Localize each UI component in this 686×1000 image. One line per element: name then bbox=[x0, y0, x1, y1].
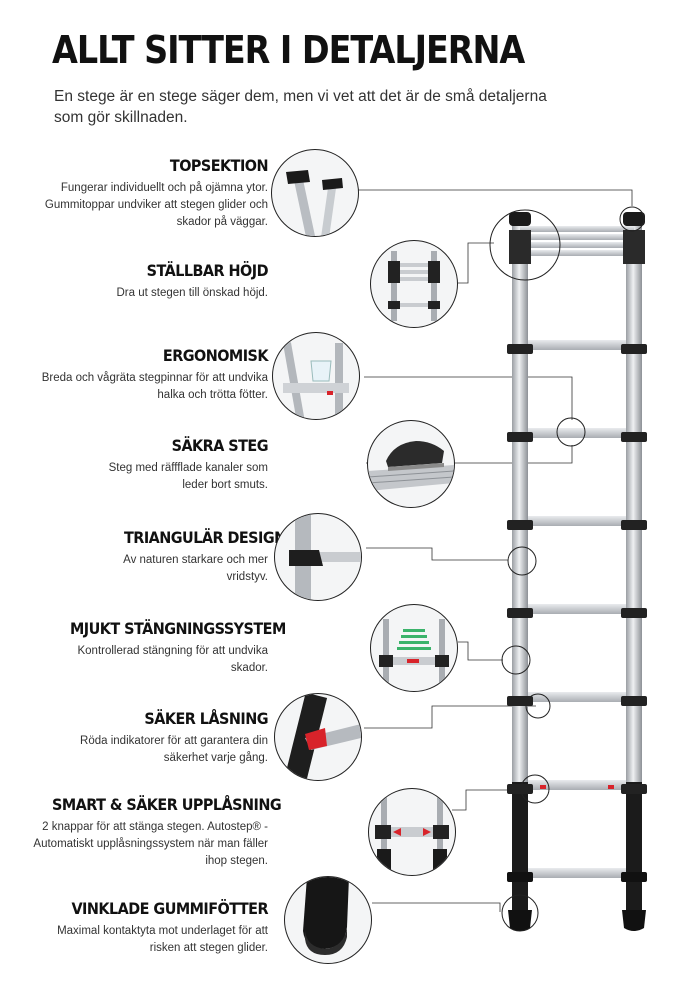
feature-text: Dra ut stegen till önskad höjd. bbox=[116, 287, 268, 299]
feature-title: STÄLLBAR HÖJD bbox=[146, 261, 269, 280]
feature-topsektion: TOPSEKTION Fungerar individuellt och på … bbox=[28, 156, 269, 231]
feature-text: Röda indikatorer för att garantera din s… bbox=[80, 735, 268, 764]
left-rail bbox=[512, 222, 528, 782]
page-title: ALLT SITTER I DETALJERNA bbox=[52, 28, 525, 72]
shoe-on-step-icon bbox=[367, 420, 455, 508]
feature-triangular-design: TRIANGULÄR DESIGN Av naturen starkare oc… bbox=[108, 528, 286, 586]
rungs bbox=[507, 340, 647, 882]
feature-title: MJUKT STÄNGNINGSSYSTEM bbox=[70, 619, 286, 638]
triangular-joint-icon bbox=[274, 513, 362, 601]
feature-title: VINKLADE GUMMIFÖTTER bbox=[71, 899, 268, 918]
feature-text: Breda och vågräta stegpinnar för att und… bbox=[41, 372, 268, 401]
detail-markers bbox=[489, 206, 645, 932]
rubber-foot-icon bbox=[284, 876, 372, 964]
feature-text: Steg med räffflade kanaler som leder bor… bbox=[108, 462, 268, 491]
intro-text: En stege är en stege säger dem, men vi v… bbox=[54, 88, 547, 126]
feature-title: SÄKRA STEG bbox=[171, 436, 269, 455]
right-foot bbox=[622, 910, 646, 931]
feature-saker-lasning: SÄKER LÅSNING Röda indikatorer för att g… bbox=[58, 709, 268, 767]
level-rung-icon bbox=[272, 332, 360, 420]
feature-ergonomisk: ERGONOMISK Breda och vågräta stegpinnar … bbox=[28, 346, 269, 404]
right-rail-bottom bbox=[626, 782, 642, 914]
top-section bbox=[509, 212, 645, 264]
feature-title: TRIANGULÄR DESIGN bbox=[124, 528, 286, 547]
left-foot bbox=[508, 910, 532, 931]
feature-text: Kontrollerad stängning för att undvika s… bbox=[77, 645, 268, 674]
feature-vinklade-gummifotter: VINKLADE GUMMIFÖTTER Maximal kontaktyta … bbox=[38, 899, 268, 957]
feature-text: Fungerar individuellt och på ojämna ytor… bbox=[44, 182, 268, 228]
feature-title: TOPSEKTION bbox=[169, 156, 269, 175]
feature-mjukt-stangningssystem: MJUKT STÄNGNINGSSYSTEM Kontrollerad stän… bbox=[48, 619, 286, 677]
extended-ladder-icon bbox=[370, 240, 458, 328]
feature-text: Maximal kontaktyta mot underlaget för at… bbox=[57, 925, 268, 954]
feature-text: 2 knappar för att stänga stegen. Autoste… bbox=[33, 821, 268, 867]
feature-smart-saker-upplasning: SMART & SÄKER UPPLÅSNING 2 knappar för a… bbox=[28, 795, 282, 870]
red-lock-indicator-icon bbox=[274, 693, 362, 781]
left-rail-bottom bbox=[512, 782, 528, 914]
feature-title: SÄKER LÅSNING bbox=[144, 709, 268, 728]
release-buttons-icon bbox=[368, 788, 456, 876]
top-caps-icon bbox=[271, 149, 359, 237]
feature-stallbar-hojd: STÄLLBAR HÖJD Dra ut stegen till önskad … bbox=[28, 261, 268, 302]
right-rail bbox=[626, 222, 642, 782]
feature-text: Av naturen starkare och mer vridstyv. bbox=[123, 554, 268, 583]
feature-title: ERGONOMISK bbox=[162, 346, 269, 365]
soft-close-icon bbox=[370, 604, 458, 692]
feature-title: SMART & SÄKER UPPLÅSNING bbox=[52, 795, 282, 814]
feature-sakra-steg: SÄKRA STEG Steg med räffflade kanaler so… bbox=[108, 436, 269, 494]
